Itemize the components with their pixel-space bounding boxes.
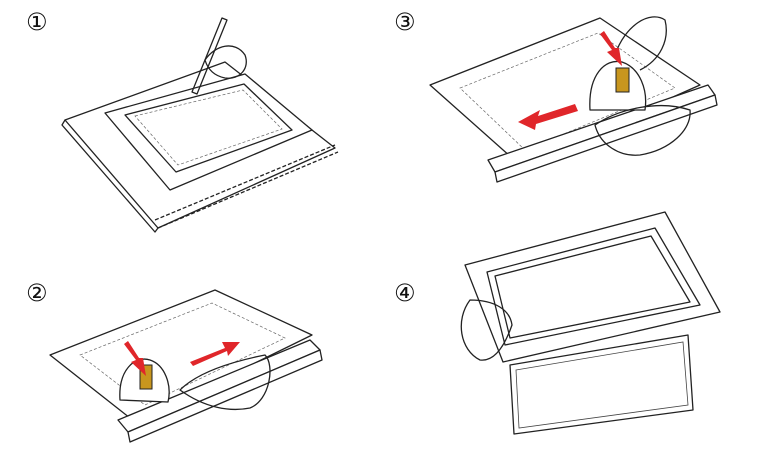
pencil-icon bbox=[191, 17, 228, 95]
mat-frame bbox=[464, 211, 721, 363]
step-3-label: ③ bbox=[394, 8, 416, 36]
mat-board bbox=[429, 17, 701, 166]
step-4-label: ④ bbox=[394, 279, 416, 307]
panel-4-separate bbox=[460, 211, 721, 435]
hand-icon bbox=[179, 354, 271, 411]
hand-icon bbox=[204, 45, 247, 79]
step-1-label: ① bbox=[26, 8, 48, 36]
spiral-binding bbox=[154, 144, 339, 229]
red-arrow-down bbox=[124, 341, 146, 376]
hand-icon bbox=[460, 299, 513, 361]
mat-board bbox=[49, 289, 313, 423]
hand-icon bbox=[594, 105, 691, 156]
red-arrow-down bbox=[600, 31, 622, 66]
red-arrow-right bbox=[190, 342, 240, 366]
step-2-label: ② bbox=[26, 279, 48, 307]
cut-out-center bbox=[509, 334, 694, 435]
panel-2-cut bbox=[49, 289, 323, 443]
panel-3-cut bbox=[429, 16, 718, 183]
red-arrow-left bbox=[518, 104, 578, 130]
panel-1-mark-pencil bbox=[61, 17, 339, 233]
hand-icon bbox=[614, 16, 667, 71]
mat-board bbox=[104, 73, 313, 191]
